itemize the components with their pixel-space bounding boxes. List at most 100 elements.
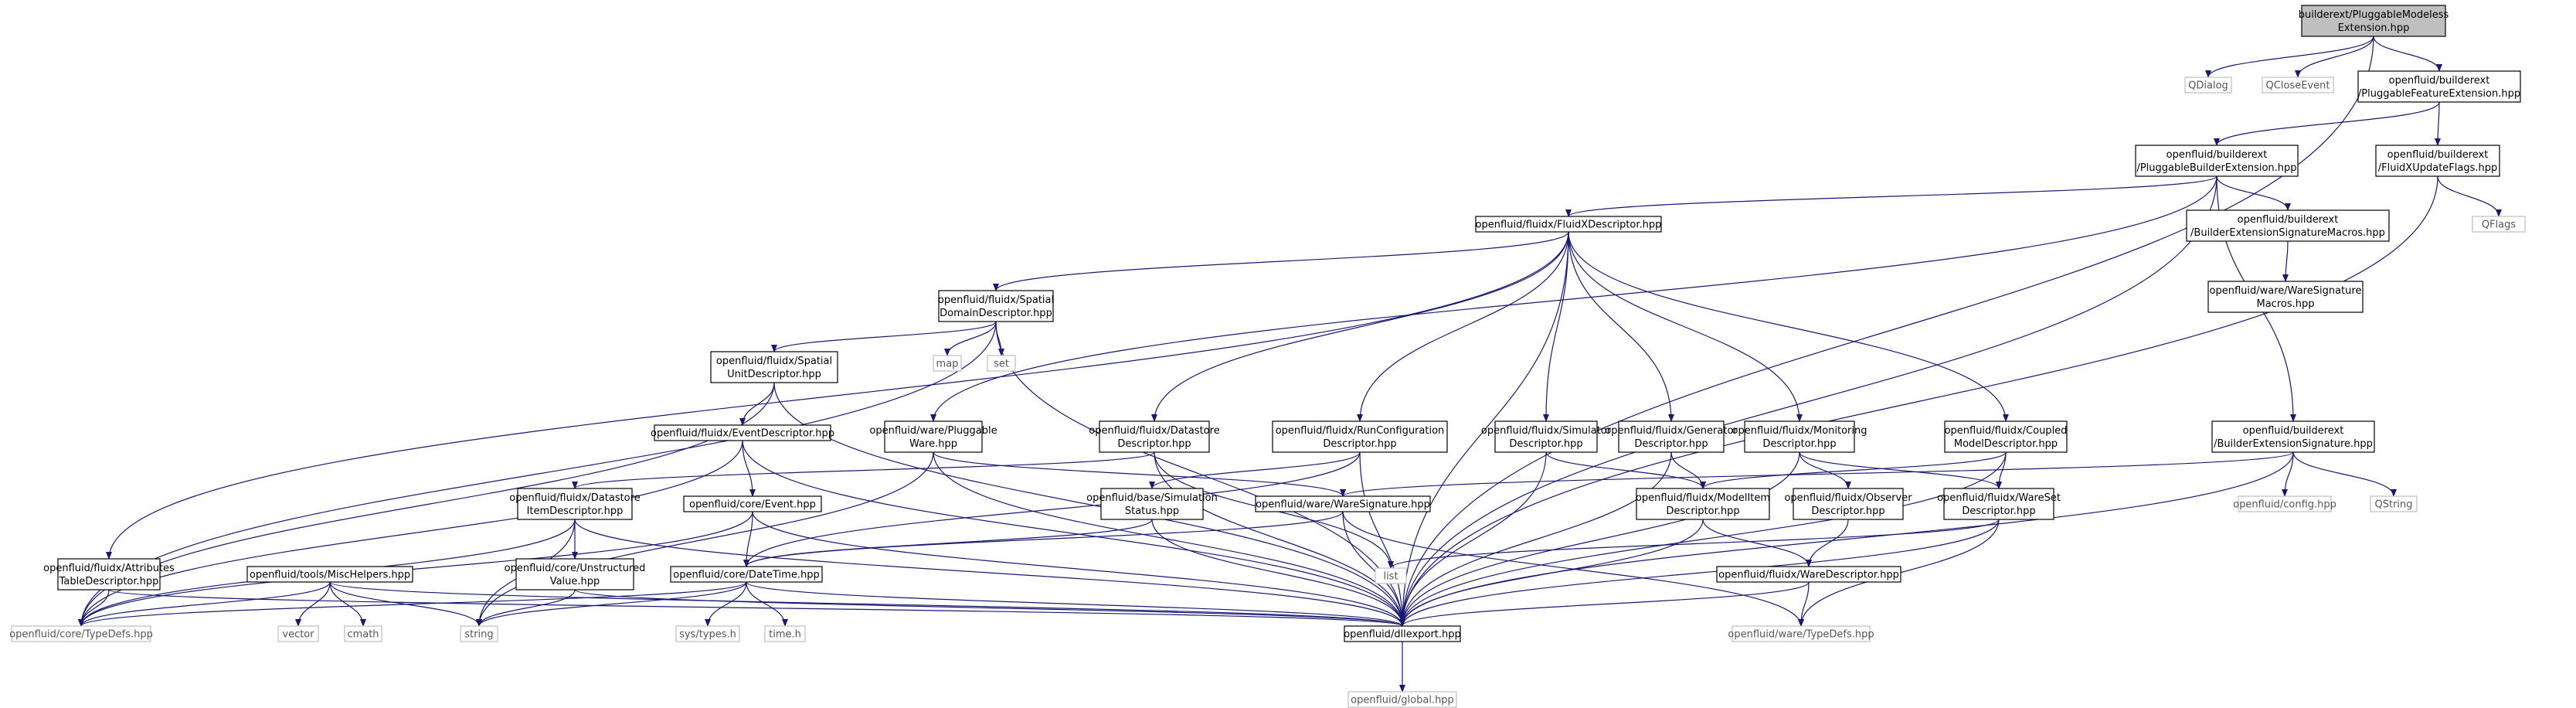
edge-pfe-to-pbe [2214,101,2440,146]
node-qdialog: QDialog [2184,77,2232,94]
node-box [1475,216,1662,233]
node-box [2211,420,2375,453]
node-systypes: sys/types.h [675,625,740,642]
node-label: openfluid/ware/WareSignature [2210,285,2362,297]
edge-sdd-to-map [944,321,997,356]
node-label: TableDescriptor.hpp [59,576,159,587]
node-box [460,625,498,642]
node-label: openfluid/fluidx/WareDescriptor.hpp [1718,570,1899,581]
node-label: set [994,359,1009,370]
edge-wsd-to-dllexport [1399,519,2000,627]
node-label: Descriptor.hpp [1666,505,1739,517]
node-label: string [464,629,493,641]
node-label: Extension.hpp [2338,22,2410,34]
edge-fxd-to-sdd [993,231,1569,291]
node-root: builderext/PluggableModelessExtension.hp… [2299,5,2449,37]
node-qcloseevent: QCloseEvent [2262,77,2334,94]
edge-gend-to-dllexport [1399,451,1672,627]
node-label: Descriptor.hpp [1323,438,1396,450]
node-ctd: openfluid/core/TypeDefs.hpp [9,625,153,642]
edge-uv-to-string [476,589,576,627]
node-box [2357,70,2521,103]
node-box [987,355,1016,372]
edge-mh-to-vector [295,581,331,627]
node-box [2186,209,2390,242]
node-box [2184,77,2232,94]
edge-atd-to-dllexport [108,589,1405,627]
edge-rcd-to-dt [743,451,1361,567]
node-box [683,495,822,512]
edge-besm-to-wsm [2282,240,2289,282]
node-rcd: openfluid/fluidx/RunConfigurationDescrip… [1272,420,1448,453]
node-timeh: time.h [764,625,806,642]
node-label: openfluid/builderext [2389,75,2490,87]
edge-mid-to-dllexport [1399,519,1704,627]
edge-fxd-to-cmd [1568,231,2009,422]
edge-sstat-to-dt [743,519,1153,567]
node-label: openfluid/dllexport.hpp [1344,629,1461,641]
node-atd: openfluid/fluidx/AttributesTableDescript… [43,558,175,591]
node-label: builderext/PluggableModeless [2299,9,2449,21]
node-dllexport: openfluid/dllexport.hpp [1344,625,1461,642]
node-box [1344,625,1461,642]
edge-obsd-to-wd [1806,519,1849,567]
edge-cmd-to-mid [1700,451,2007,489]
node-label: QDialog [2188,80,2228,92]
node-box [2262,77,2334,94]
node-box [1716,566,1901,583]
node-qflags: QFlags [2472,216,2526,233]
edge-fxd-to-rcd [1357,231,1569,422]
edge-wsd-to-list [1388,519,2000,569]
edge-root-to-dllexport [1399,36,2374,627]
edge-sdd-to-set [995,321,1004,356]
node-box [344,625,382,642]
node-box [2207,281,2364,313]
edges-layer [78,36,2502,693]
edge-sud-to-ed [739,382,775,426]
edge-pw-to-string [476,451,934,627]
node-label: /PluggableFeatureExtension.hpp [2358,88,2520,100]
node-label: openfluid/builderext [2166,149,2268,161]
node-label: Ware.hpp [909,438,957,450]
node-box [710,351,838,383]
node-box [2375,145,2500,177]
node-box [11,625,151,642]
edge-root-to-qcloseevent [2295,36,2374,78]
edge-dt-to-systypes [705,581,747,627]
node-label: openfluid/fluidx/EventDescriptor.hpp [651,428,834,440]
node-label: openfluid/ware/TypeDefs.hpp [1728,629,1874,641]
node-list: list [1375,567,1407,584]
node-label: time.h [769,629,801,641]
node-label: openfluid/fluidx/Simulator [1481,425,1612,437]
node-mond: openfluid/fluidx/MonitoringDescriptor.hp… [1732,420,1867,453]
edge-pbe-to-fxd [1565,175,2217,217]
node-label: openfluid/core/Unstructured [505,563,646,574]
edge-mh-to-cmath [329,581,366,627]
node-label: Descriptor.hpp [1117,438,1191,450]
node-box [1494,420,1598,453]
node-string: string [460,625,498,642]
node-label: /PluggableBuilderExtension.hpp [2136,162,2296,174]
node-box [246,566,413,583]
edge-wsig-to-dt [743,511,1344,567]
node-box [2238,495,2332,512]
node-besm: openfluid/builderext/BuilderExtensionSig… [2186,209,2390,242]
edge-rcd-to-sstat [1149,451,1361,489]
edge-simd-to-dllexport [1399,451,1547,627]
edge-event-to-dllexport [752,511,1405,627]
node-label: openfluid/fluidx/Spatial [716,356,832,367]
edge-pbe-to-dllexport [1399,175,2217,627]
node-box [1347,691,1457,708]
node-label: openfluid/fluidx/Generator [1605,425,1738,437]
node-label: vector [282,629,314,641]
edge-fuf-to-qflags [2437,175,2502,217]
node-box [1793,488,1904,520]
node-box [1099,420,1210,453]
node-box [1744,420,1855,453]
node-box [2135,145,2299,177]
node-label: openfluid/fluidx/Spatial [938,294,1054,306]
edge-uv-to-dllexport [574,589,1405,627]
